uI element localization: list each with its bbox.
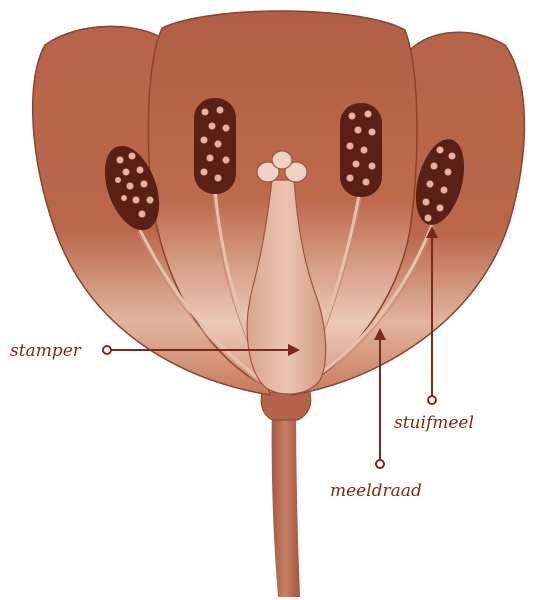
anther-2 <box>194 98 236 194</box>
stem <box>272 400 300 597</box>
label-stuifmeel: stuifmeel <box>394 413 474 433</box>
receptacle <box>261 392 311 420</box>
label-meeldraad: meeldraad <box>330 481 422 501</box>
anther-3 <box>340 103 382 197</box>
label-stamper: stamper <box>10 341 82 361</box>
